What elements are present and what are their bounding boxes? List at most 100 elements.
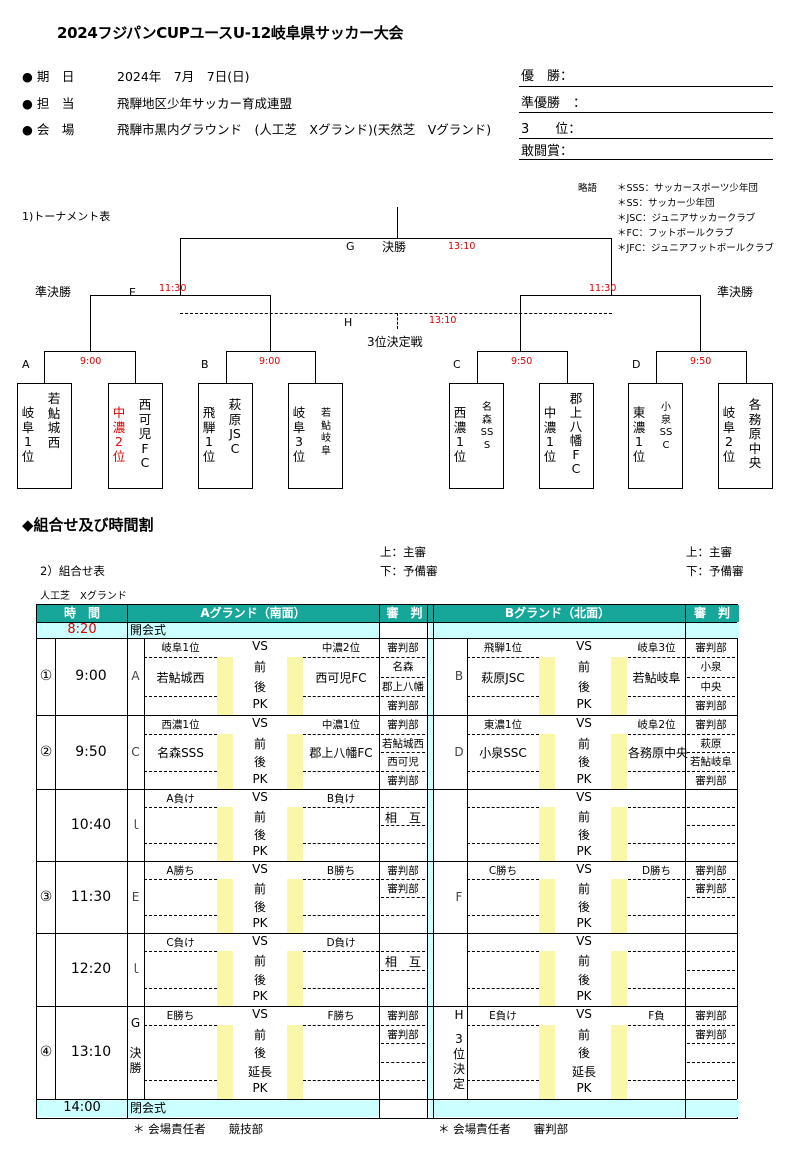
score-label: 前 — [253, 660, 266, 675]
team-right-name: 若鮎岐阜 — [632, 670, 681, 685]
team-left: E勝ち — [166, 1010, 195, 1022]
team-right: 中濃2位 — [321, 642, 361, 654]
page-title: 2024フジパンCUPユースU-12岐阜県サッカー大会 — [57, 24, 404, 42]
col-a-header: Aグランド（南面） — [127, 605, 379, 622]
score-label: 後 — [253, 679, 266, 694]
referee: 郡上八幡 — [382, 680, 424, 693]
referee: 審判部 — [387, 774, 419, 787]
match-code: B — [454, 669, 464, 683]
referee: 審判部 — [695, 642, 727, 654]
referee: 審判部 — [387, 719, 419, 731]
info-organizer: ● 担 当飛騨地区少年サッカー育成連盟 — [22, 96, 293, 111]
schedule-heading: 2）組合せ表 — [40, 564, 105, 578]
team-right: D負け — [326, 937, 356, 949]
match-code: E — [131, 890, 140, 904]
match-number: ① — [39, 668, 53, 684]
col-time-header: 時 間 — [37, 605, 127, 622]
col-b-header: Bグランド（北面） — [430, 605, 685, 622]
team-right-name: 各務原中央 — [628, 746, 689, 760]
score-label: 前 — [577, 810, 590, 824]
final-label: 決勝 — [382, 240, 407, 254]
score-label: 延長 — [571, 1064, 596, 1079]
match-time: 9:00 — [75, 668, 107, 684]
score-label: PK — [576, 916, 592, 930]
referee: 審判部 — [387, 642, 419, 654]
vs: VS — [576, 934, 592, 948]
score-label: 後 — [577, 679, 590, 694]
team-left: 東濃1位 — [483, 719, 523, 731]
score-label: PK — [576, 696, 592, 711]
match-code: ｌ — [129, 962, 142, 976]
score-label: 後 — [577, 1046, 590, 1061]
score-label: 前 — [253, 1027, 266, 1042]
score-label: PK — [252, 988, 268, 1003]
third-place-label: 3位決定戦 — [367, 335, 423, 349]
referee: 若鮎城西 — [382, 737, 424, 750]
vs: VS — [252, 934, 268, 948]
referee: 審判部 — [695, 699, 727, 712]
score-label: PK — [252, 696, 268, 711]
referee: 西可児 — [387, 756, 419, 768]
result-champion: 優 勝： — [521, 69, 574, 84]
vs: VS — [576, 790, 592, 804]
bracket-heading: 1)トーナメント表 — [22, 210, 111, 223]
referee-mutual: 相 互 — [384, 811, 421, 825]
referee-mutual: 相 互 — [384, 955, 421, 970]
score-label: PK — [252, 844, 268, 858]
team-right: 岐阜2位 — [637, 719, 676, 731]
open-time: 8:20 — [67, 622, 97, 637]
referee: 審判部 — [695, 1010, 727, 1022]
open-label: 開会式 — [130, 623, 167, 637]
score-label: 後 — [253, 1046, 266, 1061]
team-right-name: 郡上八幡FC — [309, 746, 373, 760]
team-right: 岐阜3位 — [637, 642, 676, 654]
team-left: C負け — [166, 937, 195, 949]
score-label: PK — [576, 1081, 592, 1096]
footer-b: ＊ 会場責任者 審判部 — [438, 1122, 569, 1136]
legend-item: ＊FC：フットボールクラブ — [617, 228, 734, 239]
close-label: 閉会式 — [130, 1101, 167, 1115]
team-box: 東濃1位 小泉SSC — [628, 383, 683, 489]
team-left: 飛騨1位 — [483, 642, 523, 654]
match-number: ③ — [39, 889, 53, 905]
referee: 名森 — [392, 661, 414, 674]
score-label: PK — [252, 916, 268, 930]
score-label: PK — [576, 988, 592, 1003]
vs: VS — [576, 1007, 592, 1021]
result-fighting-spirit: 敢闘賞： — [521, 144, 574, 159]
score-label: 後 — [253, 900, 266, 914]
referee: 審判部 — [387, 1028, 419, 1041]
team-left-name: 若鮎城西 — [156, 670, 205, 685]
match-code: ｌ — [129, 818, 142, 832]
team-box: 岐阜2位 各務原中央 — [718, 383, 773, 489]
legend-head: 略語 — [578, 183, 598, 194]
match-time: 9:50 — [75, 744, 107, 760]
close-time: 14:00 — [63, 1100, 101, 1115]
vs: VS — [252, 790, 268, 804]
referee: 審判部 — [695, 1028, 727, 1041]
match-code: F — [455, 890, 463, 904]
score-label: PK — [576, 771, 592, 786]
vs: VS — [576, 716, 592, 730]
team-right: F勝ち — [327, 1010, 355, 1022]
footer-a: ＊ 会場責任者 競技部 — [133, 1122, 264, 1136]
legend-item: ＊JFC：ジュニアフットボールクラブ — [617, 243, 774, 254]
match-sub: 3位決定 — [452, 1032, 465, 1091]
score-label: 後 — [577, 755, 590, 769]
col-ref-header: 審 判 — [379, 605, 430, 622]
referee: 審判部 — [695, 774, 727, 787]
match-time: 12:20 — [70, 961, 112, 977]
schedule-subheading: 人工芝 Xグランド — [40, 591, 127, 602]
team-right: B負け — [326, 793, 356, 805]
score-label: 後 — [253, 828, 266, 842]
info-venue: ● 会 場飛騨市黒内グラウンド (人工芝 Xグランド)(天然芝 Vグランド) — [22, 122, 492, 137]
vs: VS — [576, 862, 592, 876]
score-label: 後 — [577, 900, 590, 914]
score-label: 前 — [577, 882, 590, 896]
result-third: 3 位： — [521, 122, 582, 137]
team-left: 西濃1位 — [161, 719, 200, 731]
legend-item: ＊JSC：ジュニアサッカークラブ — [617, 213, 756, 224]
score-label: 後 — [253, 755, 266, 769]
